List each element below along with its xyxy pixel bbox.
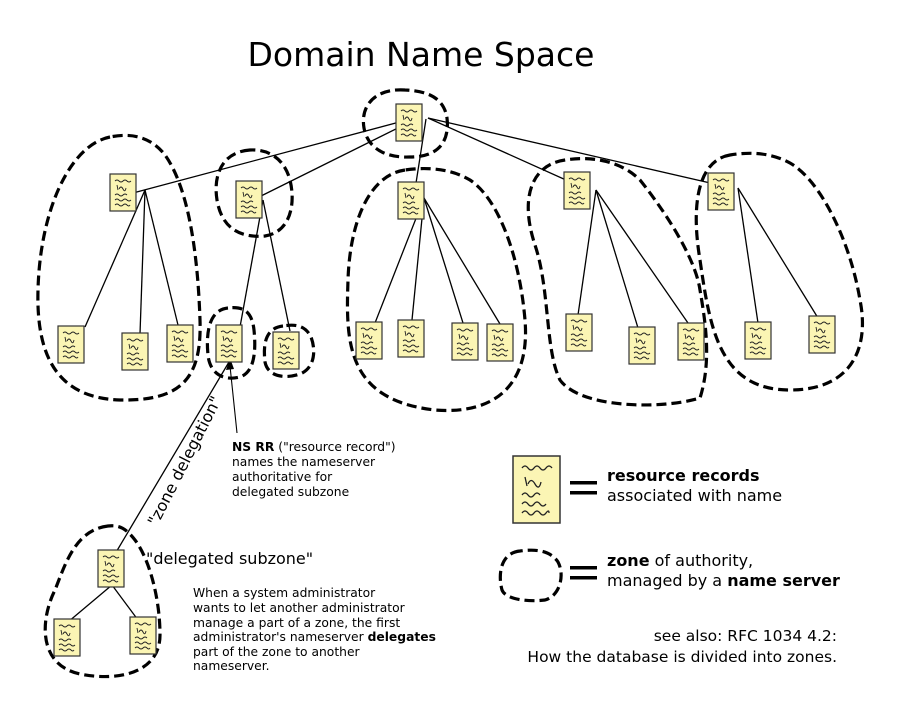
record-icon	[486, 323, 514, 362]
ns-rr-line1: ("resource record")	[274, 440, 395, 454]
legend-equals-records-icon-2	[570, 491, 597, 495]
zone-small-bottom	[262, 323, 316, 378]
legend-zone-bold: zone	[607, 551, 650, 570]
record-icon	[565, 313, 593, 352]
record-icon	[707, 172, 735, 211]
zone-delegated-subzone	[43, 524, 162, 679]
record-icon	[53, 618, 81, 657]
record-icon	[355, 321, 383, 360]
admin-note: When a system administrator wants to let…	[193, 586, 436, 673]
zone-delegation-label: "zone delegation"	[144, 393, 226, 529]
zone-small-top	[214, 148, 294, 238]
root-record-icon	[395, 103, 423, 142]
admin-note-line3: manage a part of a zone, the first	[193, 616, 400, 630]
see-also-line2: How the database is divided into zones.	[527, 648, 837, 666]
record-icon	[57, 325, 85, 364]
ns-record-icon	[215, 324, 243, 363]
admin-note-line2: wants to let another administrator	[193, 601, 406, 615]
legend-equals-records-icon	[570, 481, 597, 485]
svg-text:NS RR ("resource record"): NS RR ("resource record")	[232, 440, 396, 454]
record-icon	[677, 322, 705, 361]
admin-note-line6: nameserver.	[193, 659, 270, 673]
legend-records-rest: associated with name	[607, 486, 782, 505]
zone-left	[36, 133, 202, 402]
record-icon	[272, 331, 300, 370]
svg-text:resource records: resource records	[607, 466, 760, 485]
record-icon	[166, 324, 194, 363]
legend-name-server: name server	[727, 571, 840, 590]
legend-equals-zone-icon	[570, 566, 597, 570]
svg-text:zone of authority,: zone of authority,	[607, 551, 753, 570]
ns-rr-line4: delegated subzone	[232, 485, 349, 499]
zone-root	[361, 88, 449, 159]
svg-text:managed by a name server: managed by a name server	[607, 571, 840, 590]
record-icon	[235, 180, 263, 219]
legend-records-bold: resource records	[607, 466, 760, 485]
zones	[36, 88, 865, 679]
admin-note-line1: When a system administrator	[193, 586, 376, 600]
ns-rr-line2: names the nameserver	[232, 455, 376, 469]
record-icon	[109, 173, 137, 212]
ns-rr-bold: NS RR	[232, 440, 275, 454]
record-icon	[129, 616, 157, 655]
record-icon	[121, 332, 149, 371]
legend: resource records associated with name zo…	[498, 455, 840, 603]
ns-rr-arrow	[226, 358, 238, 434]
see-also: see also: RFC 1034 4.2: How the database…	[527, 627, 837, 666]
diagram-title: Domain Name Space	[248, 35, 595, 74]
legend-zone-rest: of authority,	[650, 551, 754, 570]
record-icon	[808, 315, 836, 354]
admin-note-line5: part of the zone to another	[193, 645, 361, 659]
zone-right-1	[526, 157, 709, 407]
see-also-line1: see also: RFC 1034 4.2:	[654, 627, 837, 645]
record-icon	[563, 171, 591, 210]
ns-rr-line3: authoritative for	[232, 470, 333, 484]
record-icon	[744, 321, 772, 360]
legend-managed-prefix: managed by a	[607, 571, 727, 590]
admin-note-line4: administrator's nameserver	[193, 630, 368, 644]
record-icon	[397, 181, 425, 220]
edges	[67, 115, 819, 623]
legend-equals-zone-icon-2	[570, 576, 597, 580]
zone-center	[345, 166, 528, 413]
record-icon	[451, 322, 479, 361]
zone-ns-node	[205, 306, 257, 380]
subzone-record-icon	[97, 549, 125, 588]
legend-record-icon	[512, 455, 561, 524]
zone-right-2	[694, 151, 865, 392]
delegated-subzone-label: "delegated subzone"	[146, 549, 313, 568]
admin-note-delegates: delegates	[368, 630, 436, 644]
record-icon	[397, 319, 425, 358]
ns-rr-annotation: NS RR ("resource record") names the name…	[232, 440, 396, 499]
svg-text:administrator's nameserver del: administrator's nameserver delegates	[193, 630, 436, 644]
record-icon	[628, 326, 656, 365]
legend-zone-icon	[498, 548, 563, 603]
